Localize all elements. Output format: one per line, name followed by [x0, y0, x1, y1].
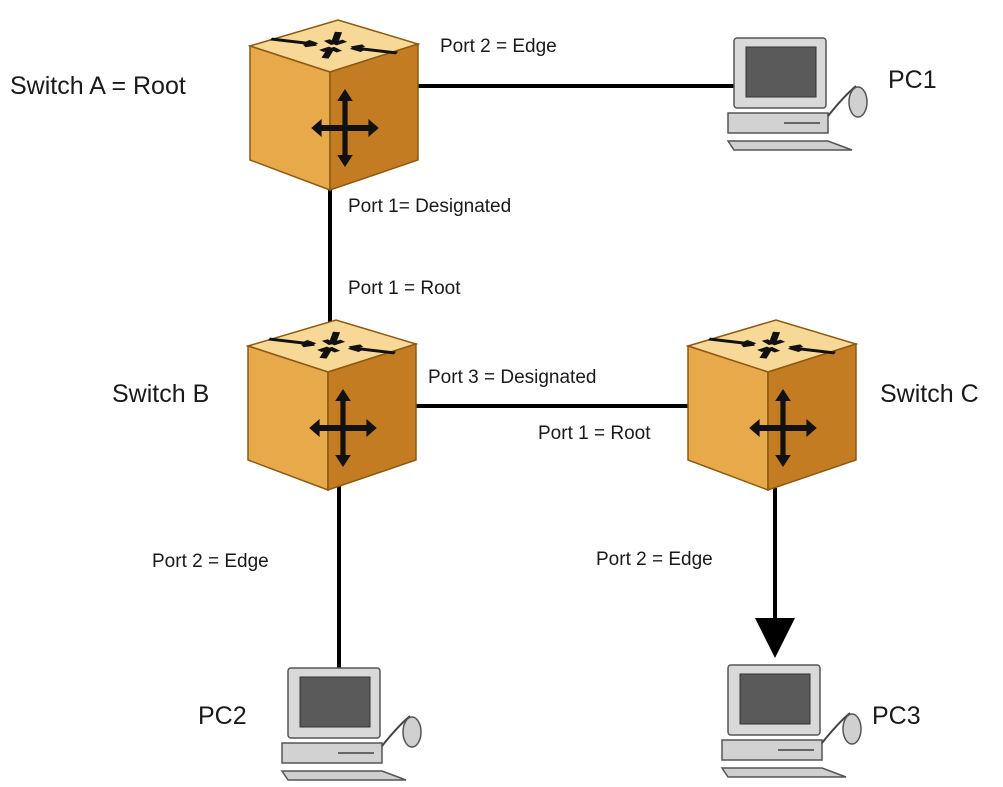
pc3-computer-icon — [720, 664, 862, 778]
switch-a-label: Switch A = Root — [10, 72, 186, 100]
port-label-b-root: Port 1 = Root — [348, 278, 461, 299]
port-label-c-root: Port 1 = Root — [538, 423, 651, 444]
switch-c-label: Switch C — [880, 380, 979, 408]
port-label-c-pc3: Port 2 = Edge — [596, 549, 713, 570]
pc1-computer-icon — [726, 37, 868, 151]
switch-a-icon — [247, 19, 421, 192]
pc2-label: PC2 — [198, 702, 247, 730]
port-label-b-pc2: Port 2 = Edge — [152, 551, 269, 572]
switch-b-label: Switch B — [112, 380, 210, 408]
pc3-label: PC3 — [872, 702, 921, 730]
port-label-a-pc1: Port 2 = Edge — [440, 36, 557, 57]
pc2-computer-icon — [280, 667, 422, 781]
switch-b-icon — [245, 319, 419, 492]
pc1-label: PC1 — [888, 66, 937, 94]
switch-c-icon — [685, 319, 859, 492]
port-label-b-designated: Port 3 = Designated — [428, 367, 597, 388]
port-label-a-designated: Port 1= Designated — [348, 196, 512, 217]
